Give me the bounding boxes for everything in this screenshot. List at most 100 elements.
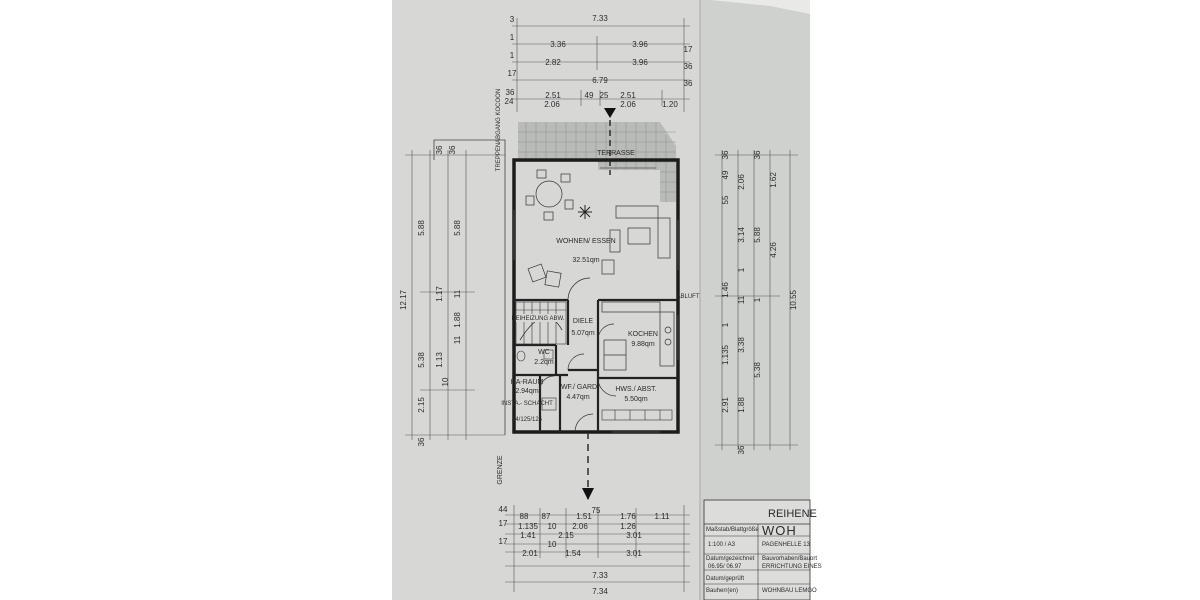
dim-bottom: 10 <box>548 522 557 531</box>
installation-shaft <box>541 397 557 411</box>
dim-top: 2.51 <box>620 91 636 100</box>
owner-label: Bauherr(en) <box>706 588 738 594</box>
room-name-hwsabst: HWS./ ABST. <box>615 386 656 393</box>
dim-bottom-total-outer: 7.34 <box>592 587 608 596</box>
room-name-haraum: HA-RAUM <box>511 379 544 386</box>
left-dimension-lines <box>405 150 505 440</box>
installation-size: 44/125/125 <box>512 417 543 423</box>
grenze-label: GRENZE <box>497 455 504 485</box>
dim-right: 4.26 <box>769 242 778 258</box>
room-area-diele: 5.07qm <box>571 330 595 337</box>
dim-left: 5.88 <box>453 220 462 236</box>
dim-bottom: 88 <box>520 512 529 521</box>
dim-top: 6.79 <box>592 76 608 85</box>
dim-right: 1.135 <box>721 344 730 365</box>
abluft-note: ABLUFT <box>676 294 699 300</box>
dim-bottom: 87 <box>542 512 551 521</box>
dim-bottom: 17 <box>499 519 508 528</box>
dim-bottom-total: 7.33 <box>592 571 608 580</box>
dim-bottom: 2.01 <box>522 549 538 558</box>
room-area-hwsabst: 5.50qm <box>624 396 648 403</box>
dim-top: 2.51 <box>545 91 561 100</box>
axis-arrow-bottom <box>582 488 594 500</box>
dim-top-total: 7.33 <box>592 14 608 23</box>
armchairs <box>527 263 562 288</box>
dim-left: 5.38 <box>417 352 426 368</box>
dim-top: 49 <box>585 91 594 100</box>
wc-fixtures <box>516 349 554 362</box>
dim-right: 55 <box>721 195 730 204</box>
dim-bottom: 1.26 <box>620 522 636 531</box>
title-block-address: PAGENHELLE 13 <box>762 542 811 548</box>
dim-left: 1.17 <box>435 286 444 302</box>
room-name-wc: WC <box>538 349 550 356</box>
dim-left: 10 <box>441 377 450 386</box>
dim-top: 36 <box>506 88 515 97</box>
dim-right-total: 10.55 <box>789 289 798 310</box>
room-area-wc: 2.2qm <box>534 359 554 366</box>
dim-bottom: 75 <box>592 506 601 515</box>
room-area-wohnen: 32.51qm <box>572 257 599 264</box>
dining-table <box>525 169 574 221</box>
room-name-diele: DIELE <box>573 318 594 325</box>
dim-top: 25 <box>600 91 609 100</box>
dim-right: 1.88 <box>737 397 746 413</box>
dim-top: 1 <box>510 51 515 60</box>
dim-left: 2.15 <box>417 397 426 413</box>
terrace-label: TERRASSE <box>597 150 635 157</box>
dim-bottom: 1.135 <box>518 522 539 531</box>
dim-right: 36 <box>753 150 762 159</box>
object-value: ERRICHTUNG EINES <box>762 564 822 570</box>
object-label: Bauvorhaben/Bauort <box>762 556 817 562</box>
right-dimension-lines <box>715 150 798 450</box>
dim-top: 3 <box>510 15 515 24</box>
room-area-haraum: 2.94qm <box>515 388 539 395</box>
dim-top: 3.96 <box>632 58 648 67</box>
dim-bottom: 1.41 <box>520 531 536 540</box>
dim-right: 3.38 <box>737 337 746 353</box>
room-name-wohnen: WOHNEN/ ESSEN <box>556 238 616 245</box>
axis-arrow-top <box>604 108 616 118</box>
dim-left-total: 12.17 <box>399 289 408 310</box>
dim-right: 5.88 <box>753 227 762 243</box>
dim-right: 5.38 <box>753 362 762 378</box>
dim-bottom: 10 <box>548 540 557 549</box>
paper-fold <box>710 0 810 14</box>
dim-bottom: 1.54 <box>565 549 581 558</box>
interior-walls <box>514 298 678 432</box>
room-name-kochen: KOCHEN <box>628 331 658 338</box>
dim-bottom: 1.11 <box>655 512 671 521</box>
dim-right: 2.06 <box>737 174 746 190</box>
dim-top: 17 <box>508 69 517 78</box>
dim-top: 17 <box>684 45 693 54</box>
dim-top: 1.20 <box>662 100 678 109</box>
dim-left: 36 <box>448 145 457 154</box>
dim-top: 3.96 <box>632 40 648 49</box>
dim-top: 2.82 <box>545 58 561 67</box>
dim-right: 36 <box>737 445 746 454</box>
dim-bottom: 3.01 <box>626 549 642 558</box>
dim-left: 1.88 <box>453 312 462 328</box>
date-label: Datum/gezeichnet <box>706 556 755 562</box>
title-block: REIHENE WOH PAGENHELLE 13 Maßstab/Blattg… <box>703 499 822 600</box>
dim-top: 2.06 <box>544 100 560 109</box>
dim-right: 11 <box>737 295 746 304</box>
date-value: 06.95/ 06.97 <box>708 564 742 570</box>
dim-top: 1 <box>510 33 515 42</box>
dim-left: 11 <box>453 289 462 298</box>
dim-top: 3.36 <box>550 40 566 49</box>
dim-left: 1.13 <box>435 352 444 368</box>
title-block-title: WOH <box>762 523 797 538</box>
room-name-wfgard: WF./ GARD. <box>561 384 599 391</box>
plant-icon <box>578 205 592 219</box>
dim-right: 1 <box>737 267 746 272</box>
dim-bottom: 1.76 <box>620 512 636 521</box>
dim-bottom: 2.06 <box>572 522 588 531</box>
room-area-wfgard: 4.47qm <box>566 394 590 401</box>
stair-exit-note: TREPPENABGANG KOCOON <box>496 89 502 171</box>
dim-bottom: 1.51 <box>576 512 592 521</box>
installation-label: INSTA.- SCHACHT <box>501 401 553 407</box>
dim-right: 1.62 <box>769 172 778 188</box>
owner-value: WOHNBAU LEMGO <box>762 588 817 594</box>
